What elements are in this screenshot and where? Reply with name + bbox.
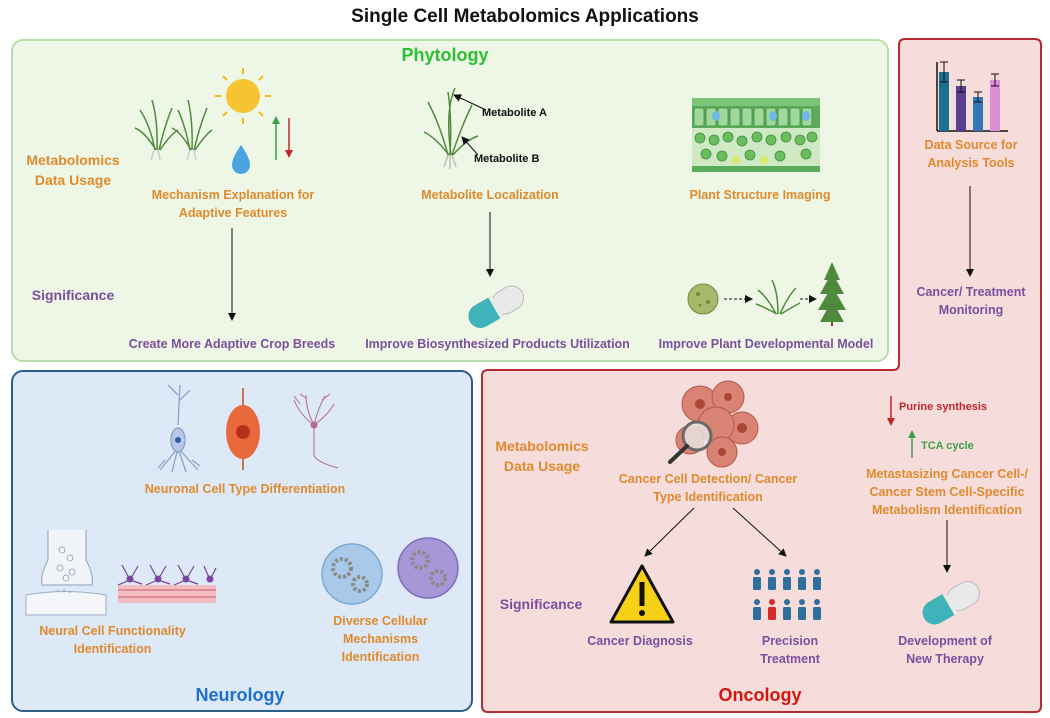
purine-synthesis-label: Purine synthesis xyxy=(899,401,988,413)
metabolite-a-label: Metabolite A xyxy=(482,107,547,119)
grass-icon xyxy=(134,99,213,161)
cancer-detection-label: Cancer Cell Detection/ Cancer Type Ident… xyxy=(618,472,798,504)
usage-adaptive-features: Mechanism Explanation for Adaptive Featu… xyxy=(151,188,315,220)
oncology-usage-row-label: Metabolomics Data Usage xyxy=(495,438,589,474)
cell-layer-icon xyxy=(117,564,217,603)
neural-functionality-label: Neural Cell Functionality Identification xyxy=(39,624,186,656)
metabolite-b-label: Metabolite B xyxy=(474,153,540,165)
monitoring-label: Cancer/ Treatment Monitoring xyxy=(916,285,1026,317)
precision-treatment-label: Precision Treatment xyxy=(760,634,820,666)
tca-cycle-label: TCA cycle xyxy=(921,440,974,452)
capsule-icon xyxy=(922,581,980,625)
bar-chart-icon xyxy=(936,61,1008,132)
usage-plant-structure-imaging: Plant Structure Imaging xyxy=(689,188,831,202)
synapse-icon xyxy=(25,530,107,616)
seed-icon xyxy=(687,283,719,315)
neuron-icon xyxy=(157,384,201,473)
data-source-label: Data Source for Analysis Tools xyxy=(924,138,1018,170)
phytology-significance-row-label: Significance xyxy=(31,287,115,303)
usage-metabolite-localization: Metabolite Localization xyxy=(421,188,559,202)
sig-adaptive-crops: Create More Adaptive Crop Breeds xyxy=(128,337,336,351)
up-down-arrows-icon xyxy=(272,116,293,160)
new-therapy-label: Development of New Therapy xyxy=(898,634,992,666)
neuron-icon xyxy=(226,388,260,470)
patients-group-icon xyxy=(753,569,821,620)
sig-developmental-model: Improve Plant Developmental Model xyxy=(658,337,874,351)
tree-icon xyxy=(818,262,846,326)
phytology-heading: Phytology xyxy=(401,45,489,65)
cellular-mechanisms-label: Diverse Cellular Mechanisms Identificati… xyxy=(333,614,428,664)
phytology-panel xyxy=(11,39,889,362)
sun-icon xyxy=(215,68,271,124)
gear-cell-icon xyxy=(321,537,459,605)
neurology-heading: Neurology xyxy=(195,685,285,705)
plant-annotated-icon xyxy=(423,87,479,169)
sig-biosynthesized-products: Improve Biosynthesized Products Utilizat… xyxy=(365,337,630,351)
capsule-icon xyxy=(468,285,525,328)
oncology-heading: Oncology xyxy=(718,685,802,705)
page-title: Single Cell Metabolomics Applications xyxy=(351,6,699,27)
sprout-icon xyxy=(755,279,801,315)
water-drop-icon xyxy=(232,145,250,174)
neuron-icon xyxy=(293,393,339,469)
cancer-cells-magnifier-icon xyxy=(668,380,759,468)
neuronal-differentiation-label: Neuronal Cell Type Differentiation xyxy=(144,482,346,496)
leaf-cross-section-icon xyxy=(692,98,820,172)
cancer-diagnosis-label: Cancer Diagnosis xyxy=(587,634,693,648)
phytology-usage-row-label: Metabolomics Data Usage xyxy=(26,152,120,188)
warning-icon xyxy=(609,564,675,624)
metastasis-label: Metastasizing Cancer Cell-/ Cancer Stem … xyxy=(866,467,1028,517)
oncology-significance-row-label: Significance xyxy=(499,596,583,612)
